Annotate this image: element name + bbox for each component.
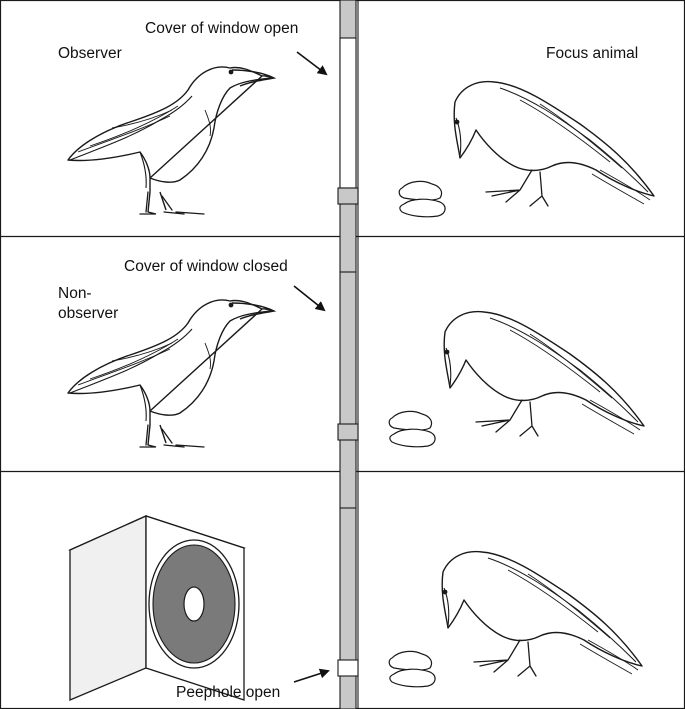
label-window-closed: Cover of window closed (124, 257, 288, 277)
label-non-observer: Non- observer (58, 284, 118, 324)
label-window-open: Cover of window open (145, 19, 298, 39)
focus-raven-1 (454, 82, 654, 206)
window-open (340, 38, 356, 188)
arrow-window-closed (294, 286, 324, 310)
focus-raven-2 (444, 312, 644, 436)
arrow-window-open (297, 52, 326, 74)
window-frame-bottom-1 (338, 188, 358, 204)
peephole-window (338, 660, 358, 676)
observer-raven (68, 67, 274, 214)
food-2 (389, 411, 435, 446)
label-peephole-open: Peephole open (176, 683, 280, 703)
food-3 (389, 651, 435, 686)
box-with-peephole (70, 516, 244, 700)
food-1 (399, 181, 445, 216)
label-observer: Observer (58, 44, 122, 64)
window-frame-bottom-2 (338, 424, 358, 440)
focus-raven-3 (442, 552, 642, 676)
arrow-peephole (294, 671, 328, 682)
label-focus-animal: Focus animal (546, 44, 638, 64)
